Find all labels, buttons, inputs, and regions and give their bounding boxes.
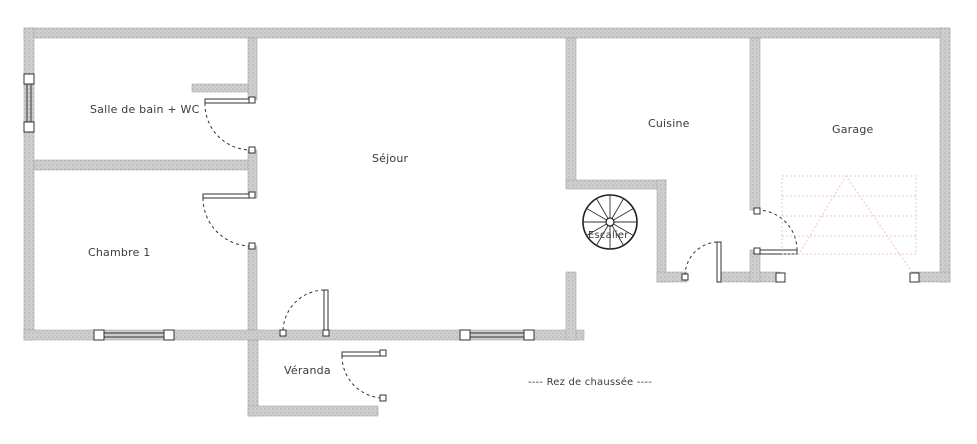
room-label-sejour: Séjour: [372, 152, 409, 165]
walls: [23, 27, 951, 417]
room-label-garage: Garage: [832, 123, 874, 136]
wall-sejour-left: [247, 37, 258, 101]
door-kitchen: [681, 241, 722, 283]
door-bathroom: [204, 96, 256, 154]
door-veranda-entry: [279, 289, 330, 337]
window-sejour: [459, 329, 535, 341]
room-label-chambre: Chambre 1: [88, 246, 151, 259]
wall-bath-stub: [191, 83, 249, 93]
wall-sejour-left-3: [247, 245, 258, 331]
room-label-cuisine: Cuisine: [648, 117, 690, 130]
door-garage: [753, 207, 920, 283]
wall-veranda-bottom: [247, 405, 379, 417]
room-label-veranda: Véranda: [284, 364, 331, 377]
wall-bath-chambre: [33, 159, 253, 171]
spiral-staircase-icon: [582, 194, 638, 250]
wall-veranda-left: [247, 339, 259, 417]
door-chambre: [202, 191, 256, 250]
wall-right: [939, 27, 951, 283]
wall-stair-recess-right: [656, 179, 667, 283]
wall-top: [23, 27, 951, 39]
wall-bottom-left: [23, 329, 585, 341]
garage-vehicle-outline: [781, 175, 917, 273]
window-bathroom: [23, 73, 35, 133]
window-chambre: [93, 329, 175, 341]
windows: [23, 73, 535, 341]
room-label-escalier: Escalier: [588, 230, 629, 241]
wall-sejour-right-bottom: [565, 271, 577, 341]
level-caption: ---- Rez de chaussée ----: [528, 377, 653, 388]
wall-kitchen-garage-low: [749, 249, 761, 283]
wall-stair-recess-top: [565, 179, 667, 190]
wall-sejour-right-top: [565, 37, 577, 189]
doors: [202, 96, 920, 402]
room-label-bathroom: Salle de bain + WC: [90, 103, 200, 116]
door-veranda-exterior: [341, 349, 387, 402]
wall-kitchen-garage: [749, 37, 761, 211]
wall-sejour-left-2: [247, 149, 258, 199]
